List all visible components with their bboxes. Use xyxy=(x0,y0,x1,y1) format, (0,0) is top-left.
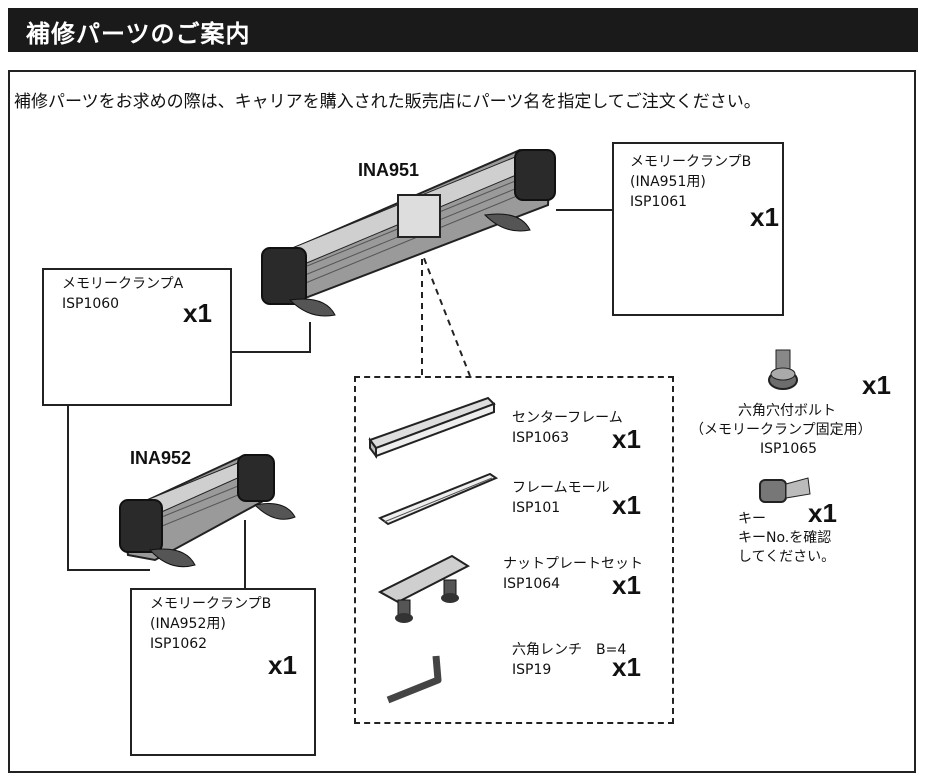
part-name-hex-bolt: 六角穴付ボルト xyxy=(738,403,836,419)
part-note-key-2: してください。 xyxy=(738,549,836,565)
header-bar: 補修パーツのご案内 xyxy=(8,8,918,52)
part-box-clamp-b951 xyxy=(612,142,784,316)
qty-frame-mold: x1 xyxy=(612,490,641,520)
connector-dashed-2 xyxy=(419,247,471,377)
part-note-clamp-b952: (INA952用) xyxy=(150,616,226,632)
connector-clamp-a xyxy=(232,322,311,353)
part-code-hex-wrench: ISP19 xyxy=(512,662,552,678)
qty-nut-plate: x1 xyxy=(612,570,641,600)
qty-clamp-a: x1 xyxy=(183,298,212,328)
part-name-nut-plate: ナットプレートセット xyxy=(503,556,643,572)
part-code-center-frame: ISP1063 xyxy=(512,430,570,446)
part-name-key: キー xyxy=(738,511,766,527)
part-box-clamp-a xyxy=(42,268,232,406)
intro-text: 補修パーツをお求めの際は、キャリアを購入された販売店にパーツ名を指定してご注文く… xyxy=(14,92,761,112)
page-title: 補修パーツのご案内 xyxy=(26,20,251,48)
qty-center-frame: x1 xyxy=(612,424,641,454)
part-code-hex-bolt: ISP1065 xyxy=(760,441,818,457)
part-note-hex-bolt: （メモリークランプ固定用） xyxy=(690,422,872,438)
connector-ina952-left xyxy=(67,405,150,571)
part-note-clamp-b951: (INA951用) xyxy=(630,174,706,190)
hex-bolt-drawing xyxy=(768,349,798,390)
frame-mold-drawing xyxy=(377,472,499,526)
qty-hex-bolt: x1 xyxy=(862,370,891,400)
qty-clamp-b952: x1 xyxy=(268,650,297,680)
part-name-clamp-a: メモリークランプA xyxy=(62,276,184,292)
qty-clamp-b951: x1 xyxy=(750,202,779,232)
part-name-frame-mold: フレームモール xyxy=(512,480,610,496)
model-label-ina951: INA951 xyxy=(358,160,420,180)
qty-key: x1 xyxy=(808,498,837,528)
part-name-clamp-b951: メモリークランプB xyxy=(630,154,752,170)
part-name-hex-wrench: 六角レンチ B=4 xyxy=(512,642,627,658)
part-code-nut-plate: ISP1064 xyxy=(503,576,561,592)
dashed-parts-box xyxy=(354,376,674,724)
part-code-clamp-b951: ISP1061 xyxy=(630,194,688,210)
center-frame-drawing xyxy=(368,396,496,459)
part-code-clamp-a: ISP1060 xyxy=(62,296,120,312)
part-box-clamp-b952 xyxy=(130,588,316,756)
part-name-center-frame: センターフレーム xyxy=(512,410,623,426)
part-note-key-1: キーNo.を確認 xyxy=(738,530,832,546)
model-label-ina952: INA952 xyxy=(130,448,192,468)
content-frame xyxy=(8,70,916,773)
hex-wrench-drawing xyxy=(386,655,442,704)
qty-hex-wrench: x1 xyxy=(612,652,641,682)
key-drawing xyxy=(759,477,811,503)
ina951-carrier-drawing xyxy=(260,148,556,317)
part-code-clamp-b952: ISP1062 xyxy=(150,636,208,652)
part-code-frame-mold: ISP101 xyxy=(512,500,561,516)
ina952-carrier-drawing xyxy=(119,453,296,568)
nut-plate-drawing xyxy=(377,554,471,623)
part-name-clamp-b952: メモリークランプB xyxy=(150,596,272,612)
